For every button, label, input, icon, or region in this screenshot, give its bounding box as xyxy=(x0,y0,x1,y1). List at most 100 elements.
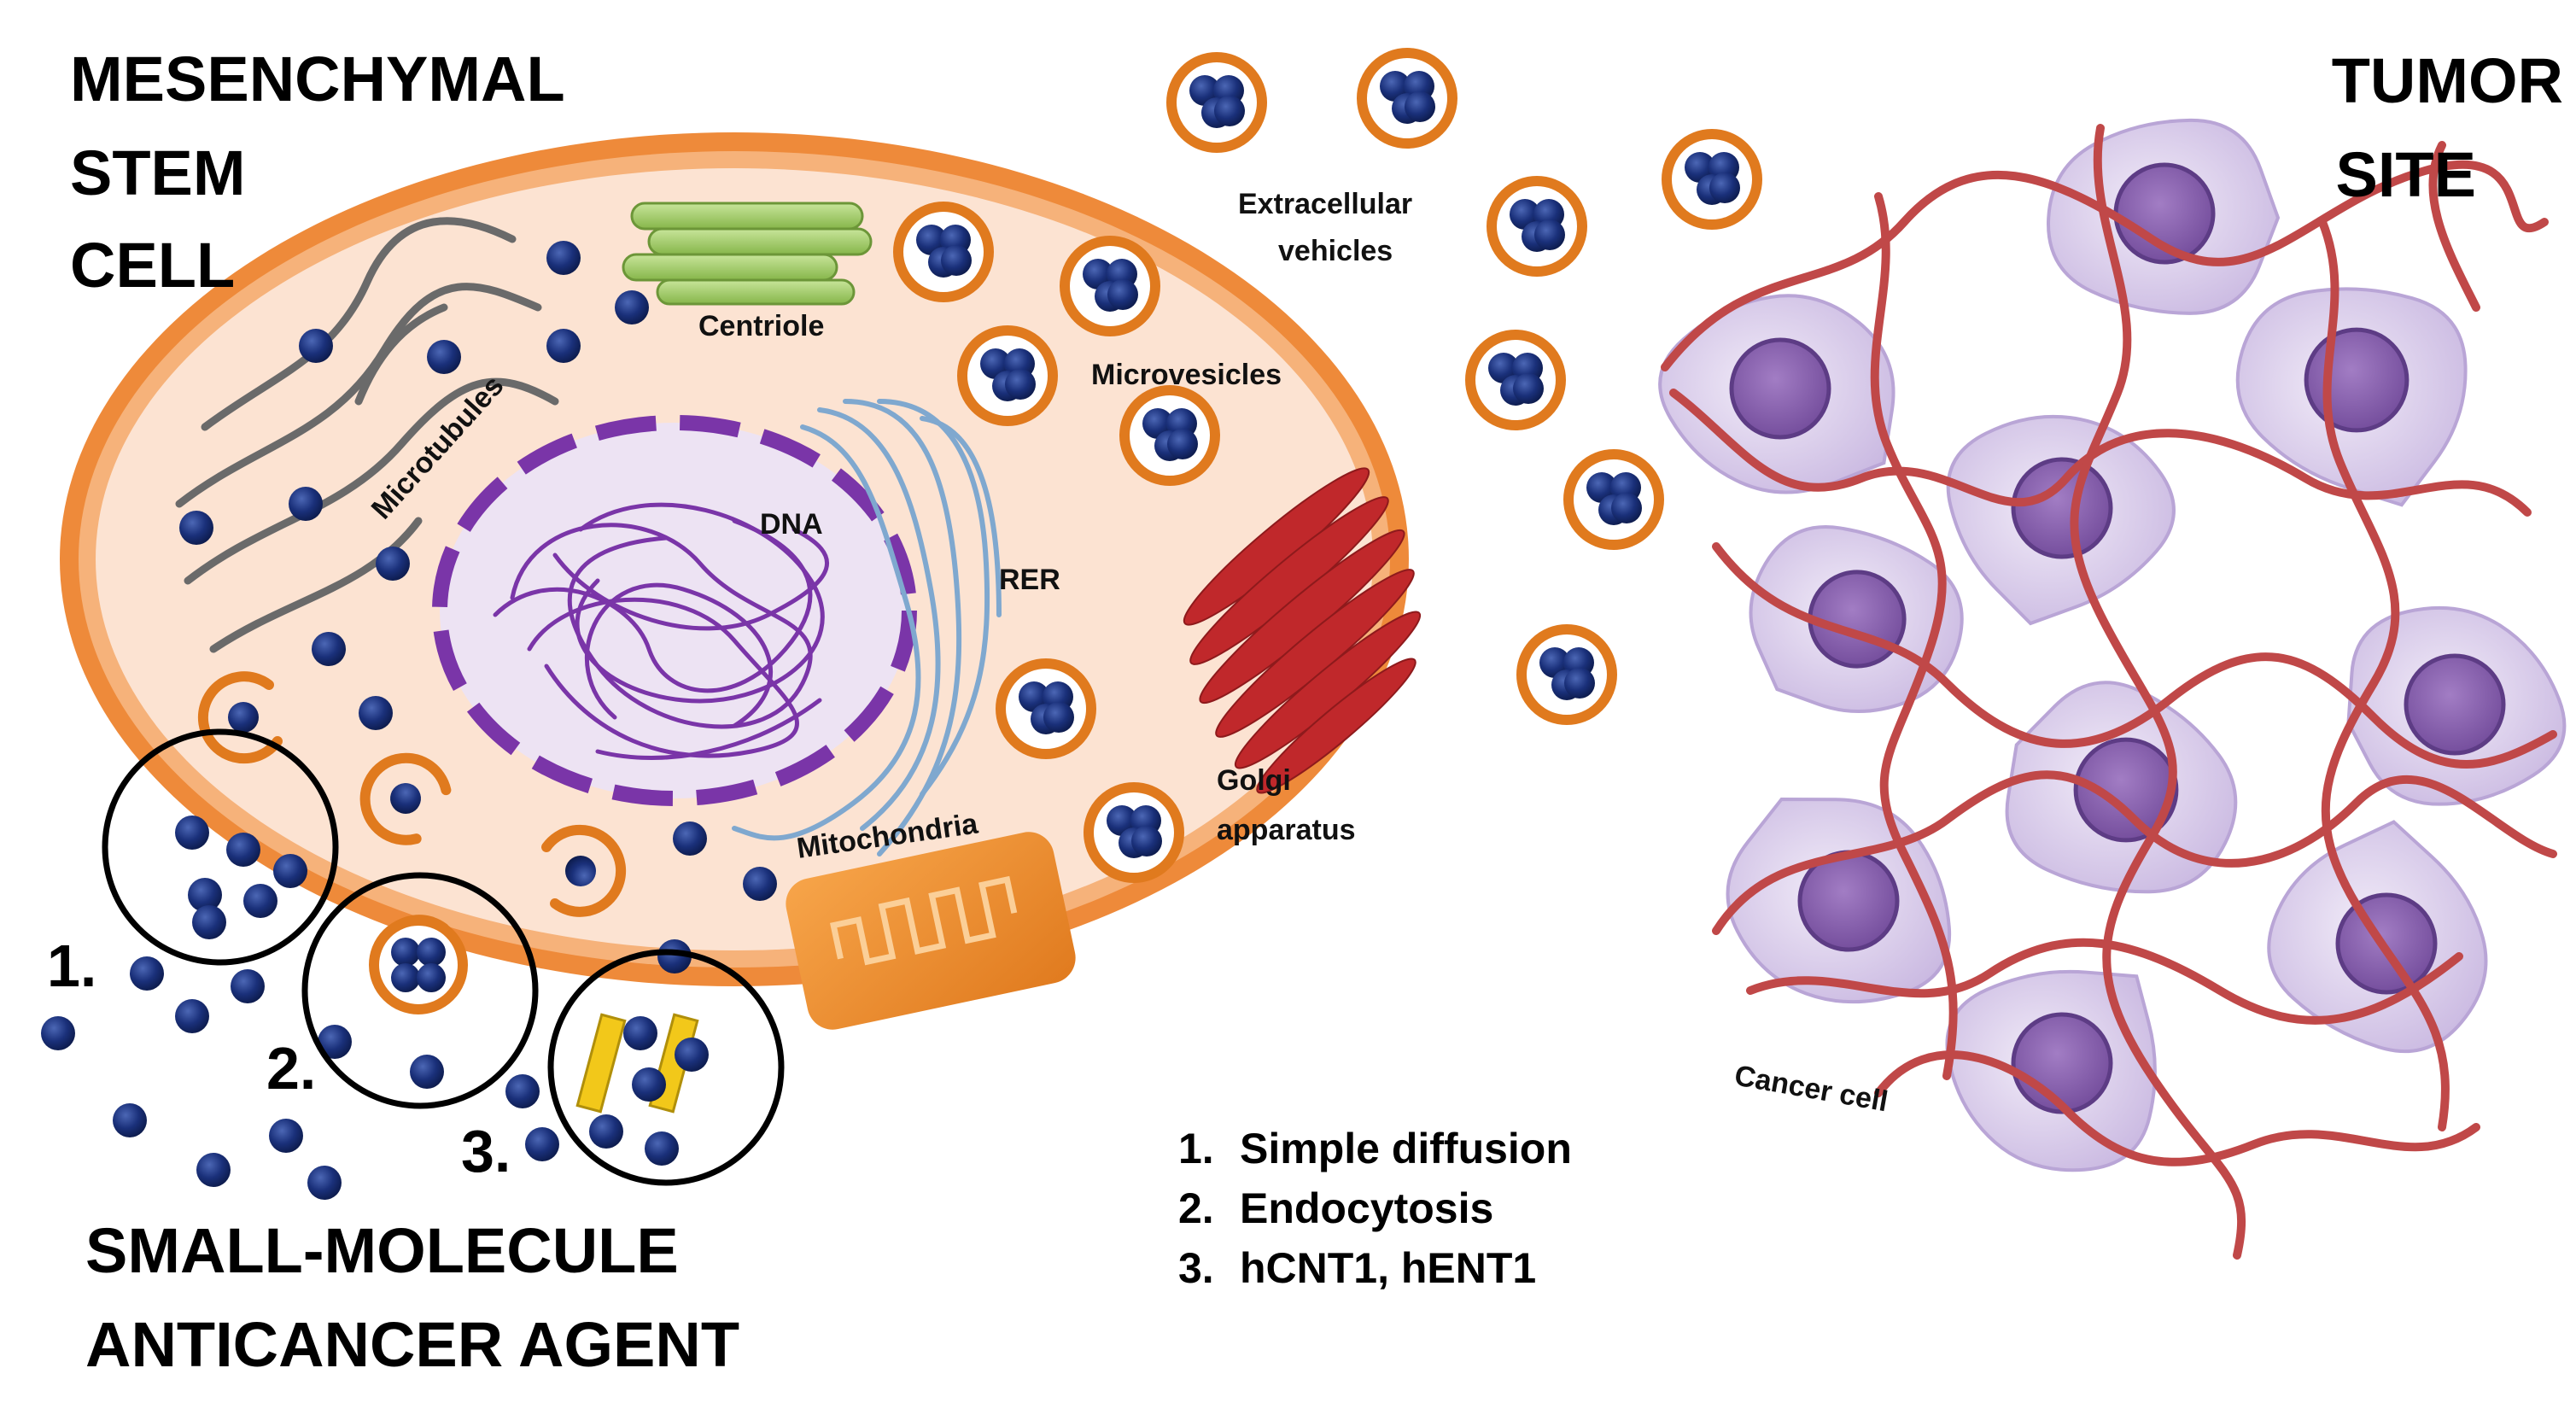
molecule xyxy=(941,245,972,276)
extracellular-vesicle xyxy=(1516,624,1617,725)
small-molecule xyxy=(175,999,209,1033)
molecule xyxy=(1043,702,1074,733)
small-molecule xyxy=(299,329,333,363)
extracellular-vesicle xyxy=(1119,385,1220,486)
cancer-cell xyxy=(2346,605,2567,806)
molecule xyxy=(1611,493,1642,523)
molecule xyxy=(391,963,420,992)
cancer-cell-nucleus xyxy=(2011,457,2113,559)
small-molecule xyxy=(289,487,323,521)
small-molecule xyxy=(243,884,277,918)
pathway-circle-diffusion xyxy=(102,728,339,966)
molecule xyxy=(1709,172,1740,203)
small-molecule xyxy=(623,1016,657,1050)
small-molecule xyxy=(359,696,393,730)
small-molecule xyxy=(505,1074,540,1108)
mitochondria xyxy=(786,832,1076,1030)
dna-strands xyxy=(493,502,830,760)
molecule xyxy=(1513,373,1544,404)
cancer-cell-nucleus xyxy=(2304,327,2410,433)
small-molecule xyxy=(525,1127,559,1161)
small-molecule xyxy=(188,878,222,912)
endocytosis-vesicle xyxy=(369,915,468,1014)
label-golgi-line-2: apparatus xyxy=(1217,814,1356,846)
tumor-title-line-1: TUMOR xyxy=(2332,45,2563,116)
vesicle-membrane xyxy=(369,915,468,1014)
endocytic-vesicle xyxy=(359,752,452,845)
molecule xyxy=(1564,668,1595,699)
molecule xyxy=(1131,826,1162,857)
small-molecule xyxy=(113,1103,147,1137)
small-molecule xyxy=(546,329,581,363)
small-molecule xyxy=(192,905,226,939)
molecule xyxy=(228,702,259,733)
small-molecule xyxy=(427,340,461,374)
small-molecule xyxy=(41,1016,75,1050)
tumor-title-line-2: SITE xyxy=(2336,139,2476,210)
extracellular-vesicle xyxy=(1662,129,1762,230)
cancer-cell xyxy=(1726,797,1952,1004)
mechanism-number-2: 2. xyxy=(1178,1184,1214,1232)
small-molecule xyxy=(615,290,649,324)
agent-title-line-2: ANTICANCER AGENT xyxy=(85,1309,739,1380)
vesicles xyxy=(197,48,1762,1014)
molecule xyxy=(417,963,446,992)
agent-title: SMALL-MOLECULE ANTICANCER AGENT xyxy=(85,1215,739,1380)
extracellular-vesicle xyxy=(996,658,1096,759)
cancer-cell xyxy=(2235,287,2468,507)
molecule xyxy=(417,938,446,967)
molecules xyxy=(41,241,777,1200)
vesicle-membrane xyxy=(359,752,452,845)
pathway-circles xyxy=(102,728,785,1186)
agent-title-line-1: SMALL-MOLECULE xyxy=(85,1215,679,1286)
small-molecule xyxy=(307,1166,342,1200)
molecule xyxy=(390,783,422,814)
small-molecule xyxy=(632,1067,666,1102)
label-dna: DNA xyxy=(760,508,823,541)
label-centriole: Centriole xyxy=(698,310,824,342)
label-extracellular-line-2: vehicles xyxy=(1278,235,1393,267)
extracellular-vesicle xyxy=(1166,52,1267,153)
mechanism-number-1: 1. xyxy=(1178,1125,1214,1172)
small-molecule xyxy=(410,1055,444,1089)
msc-title-line-3: CELL xyxy=(70,230,235,301)
endocytic-vesicle xyxy=(541,824,627,917)
molecule xyxy=(1167,429,1198,459)
label-rer: RER xyxy=(999,564,1060,596)
rough-endoplasmic-reticulum xyxy=(732,399,1002,857)
small-molecule xyxy=(273,854,307,888)
small-molecule xyxy=(196,1153,231,1187)
extracellular-vesicle xyxy=(1357,48,1457,149)
extracellular-vesicle xyxy=(957,325,1058,426)
molecule xyxy=(1005,369,1036,400)
golgi-apparatus xyxy=(1183,467,1422,794)
extracellular-vesicle xyxy=(1465,330,1566,430)
molecule xyxy=(1534,219,1565,250)
mechanism-text-3: hCNT1, hENT1 xyxy=(1240,1244,1536,1292)
mechanism-list: 1. Simple diffusion 2. Endocytosis 3. hC… xyxy=(1178,1125,1572,1292)
small-molecule xyxy=(269,1119,303,1153)
small-molecule xyxy=(231,969,265,1003)
tumor-vessels xyxy=(1661,124,2557,1260)
pathway-circle-endocytosis xyxy=(301,872,539,1109)
extracellular-vesicle xyxy=(1487,176,1587,277)
molecule xyxy=(1107,279,1138,310)
extracellular-vesicle xyxy=(1563,449,1664,550)
extracellular-vesicle xyxy=(893,202,994,302)
cancer-cell xyxy=(1749,525,1964,713)
nucleus xyxy=(432,415,917,806)
extracellular-vesicle xyxy=(1060,236,1160,336)
molecule xyxy=(391,938,420,967)
microtubules xyxy=(175,217,559,653)
small-molecule xyxy=(318,1025,352,1059)
cancer-cell xyxy=(1946,414,2176,626)
molecule xyxy=(565,856,596,886)
label-cancer-cell: Cancer cell xyxy=(1732,1059,1890,1118)
cancer-cell xyxy=(2005,681,2238,894)
small-molecule xyxy=(226,833,260,867)
cancer-cell xyxy=(1658,294,1895,494)
cancer-cell xyxy=(1945,969,2157,1172)
label-extracellular-line-1: Extracellular xyxy=(1238,188,1412,220)
small-molecule xyxy=(589,1114,623,1149)
